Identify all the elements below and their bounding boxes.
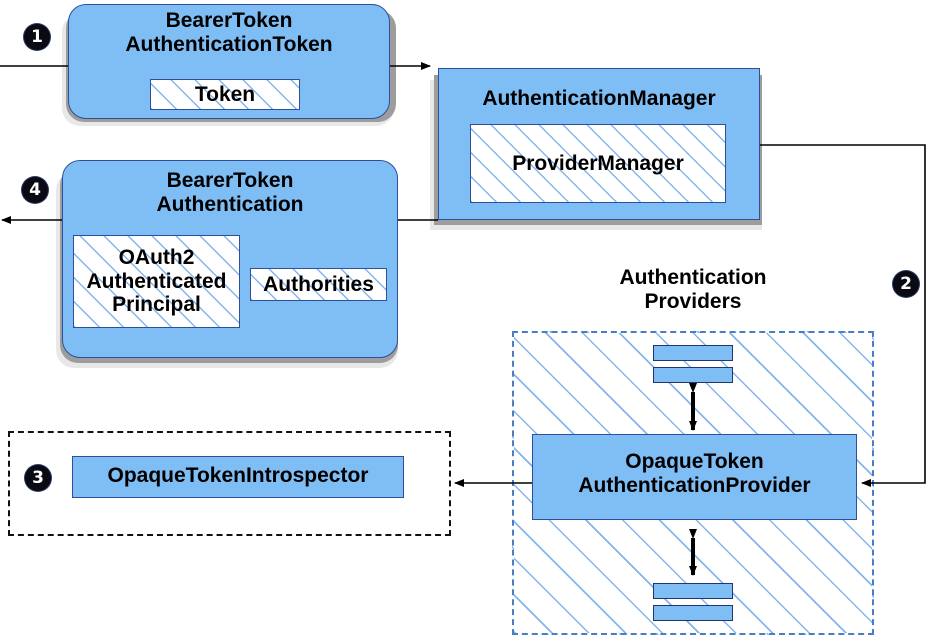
provider-stack-bar-bottom-2 [653, 605, 733, 621]
token-field[interactable]: Token [150, 79, 300, 110]
oauth2-authenticated-principal[interactable]: OAuth2 Authenticated Principal [73, 235, 240, 328]
provider-manager[interactable]: ProviderManager [470, 124, 726, 203]
opaque-token-authentication-provider[interactable] [532, 434, 857, 520]
provider-stack-bar-top-2 [653, 367, 733, 383]
authentication-providers-title: Authentication Providers [619, 266, 767, 313]
provider-stack-bar-bottom-1 [653, 583, 733, 599]
provider-stack-bar-top-1 [653, 345, 733, 361]
step-badge-4: 4 [22, 177, 48, 203]
step-badge-1: 1 [24, 24, 50, 50]
opaque-token-introspector[interactable] [72, 456, 404, 498]
step-badge-3: 3 [25, 465, 51, 491]
authorities-field[interactable]: Authorities [250, 268, 387, 301]
step-badge-2: 2 [893, 271, 919, 297]
